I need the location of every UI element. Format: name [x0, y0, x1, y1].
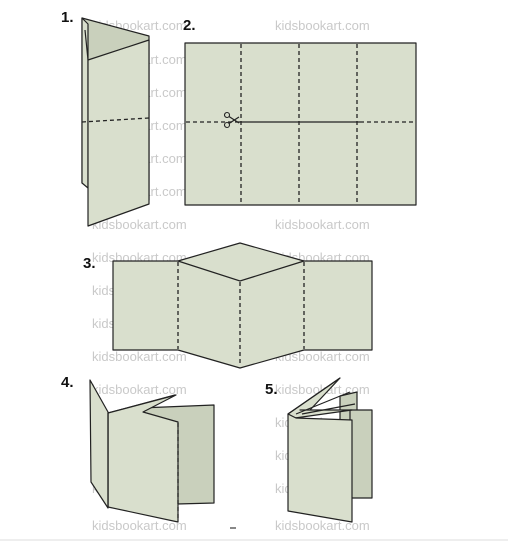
bottom-edge [0, 539, 508, 541]
fold-edge [177, 260, 305, 282]
watermark: kidsbookart.com [92, 217, 187, 232]
step-number: 3. [83, 255, 96, 272]
panel-front [87, 39, 150, 227]
watermark: kidsbookart.com [275, 349, 370, 364]
watermark: kidsbookart.com [92, 518, 187, 533]
panel-back-2 [349, 409, 373, 499]
watermark: kidsbookart.com [275, 217, 370, 232]
sheet [112, 242, 373, 369]
step-4: 4. [61, 374, 215, 523]
watermark: kidsbookart.com [275, 18, 370, 33]
step-3: 3. [83, 242, 373, 369]
panel-front [287, 413, 353, 523]
step-5: 5. [265, 377, 373, 523]
sheet [184, 42, 417, 206]
fold-edge [301, 403, 356, 415]
panel-side [89, 379, 109, 509]
fold-edge [84, 29, 89, 61]
fold-edge [287, 377, 341, 415]
watermark: kidsbookart.com [92, 349, 187, 364]
scissors-icon [223, 111, 240, 129]
dash-mark [230, 527, 236, 529]
step-1: 1. [61, 9, 150, 227]
step-number: 4. [61, 374, 74, 391]
step-number: 5. [265, 381, 278, 398]
fold-edge [295, 391, 351, 415]
step-number: 2. [183, 17, 196, 34]
step-number: 1. [61, 9, 74, 26]
step-2: 2. [183, 17, 417, 206]
panel-edge [81, 17, 89, 189]
watermark: kidsbookart.com [92, 382, 187, 397]
watermark: kidsbookart.com [275, 518, 370, 533]
